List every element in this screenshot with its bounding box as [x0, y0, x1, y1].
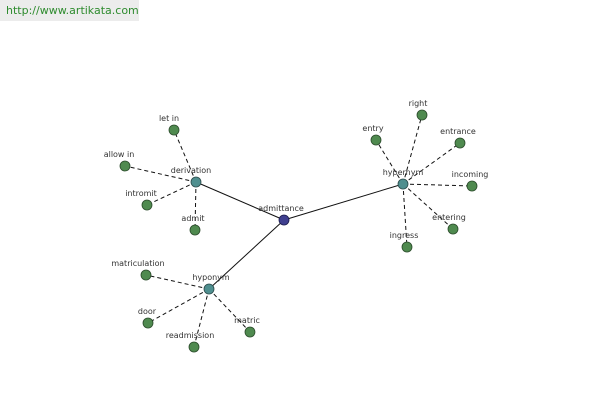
leaf-label-matriculation[interactable]: matriculation: [111, 259, 164, 268]
leaf-label-let-in[interactable]: let in: [159, 114, 179, 123]
leaf-node-incoming[interactable]: [466, 180, 478, 192]
leaf-node-ingress[interactable]: [401, 241, 413, 253]
graph-edges: [124, 114, 473, 348]
leaf-node-entrance[interactable]: [454, 137, 466, 149]
leaf-label-incoming[interactable]: incoming: [452, 170, 489, 179]
hub-label-derivation[interactable]: derivation: [171, 166, 211, 175]
hub-node-hyponym[interactable]: [203, 283, 215, 295]
hub-label-hyponym[interactable]: hyponym: [192, 273, 230, 282]
leaf-label-entrance[interactable]: entrance: [440, 127, 476, 136]
leaf-node-readmission[interactable]: [188, 341, 200, 353]
leaf-label-readmission[interactable]: readmission: [166, 331, 215, 340]
leaf-label-ingress[interactable]: ingress: [390, 231, 419, 240]
edge-center-derivation: [195, 181, 285, 221]
leaf-node-let-in[interactable]: [168, 124, 180, 136]
edge-hyponym-readmission: [193, 288, 210, 348]
hub-label-hypernym[interactable]: hypernym: [383, 168, 424, 177]
leaf-node-matriculation[interactable]: [140, 269, 152, 281]
leaf-label-right[interactable]: right: [409, 99, 428, 108]
edge-hypernym-entry: [375, 139, 404, 185]
leaf-node-right[interactable]: [416, 109, 428, 121]
edge-hypernym-incoming: [402, 183, 473, 187]
edge-hypernym-entrance: [402, 142, 461, 185]
center-node[interactable]: [278, 214, 290, 226]
hub-node-derivation[interactable]: [190, 176, 202, 188]
leaf-label-entering[interactable]: entering: [432, 213, 466, 222]
edge-derivation-let-in: [173, 129, 197, 183]
leaf-label-allow-in[interactable]: allow in: [104, 150, 135, 159]
leaf-label-matric[interactable]: matric: [234, 316, 260, 325]
edge-derivation-intromit: [146, 181, 197, 206]
leaf-node-admit[interactable]: [189, 224, 201, 236]
edge-derivation-admit: [194, 181, 197, 231]
leaf-label-door[interactable]: door: [138, 307, 157, 316]
edge-hyponym-matriculation: [145, 274, 210, 290]
edge-hyponym-matric: [208, 288, 251, 333]
edge-hypernym-entering: [402, 183, 454, 230]
site-url-link[interactable]: http://www.artikata.com: [6, 4, 139, 17]
edge-center-hyponym: [208, 219, 285, 290]
site-url-bar: http://www.artikata.com: [0, 0, 139, 21]
edge-hyponym-door: [147, 288, 210, 324]
graph-nodes: [119, 109, 478, 353]
graph-labels: let in allow in intromit admit matriculation…: [104, 99, 489, 340]
leaf-node-matric[interactable]: [244, 326, 256, 338]
leaf-node-door[interactable]: [142, 317, 154, 329]
leaf-label-intromit[interactable]: intromit: [125, 189, 157, 198]
center-label[interactable]: admittance: [258, 204, 304, 213]
edge-center-hypernym: [283, 183, 404, 221]
hub-node-hypernym[interactable]: [397, 178, 409, 190]
edge-hypernym-right: [402, 114, 423, 185]
leaf-label-admit[interactable]: admit: [181, 214, 204, 223]
leaf-node-allow-in[interactable]: [119, 160, 131, 172]
edge-derivation-allow-in: [124, 165, 197, 183]
leaf-label-entry[interactable]: entry: [362, 124, 383, 133]
leaf-node-entering[interactable]: [447, 223, 459, 235]
leaf-node-intromit[interactable]: [141, 199, 153, 211]
leaf-node-entry[interactable]: [370, 134, 382, 146]
edge-hypernym-ingress: [402, 183, 408, 248]
